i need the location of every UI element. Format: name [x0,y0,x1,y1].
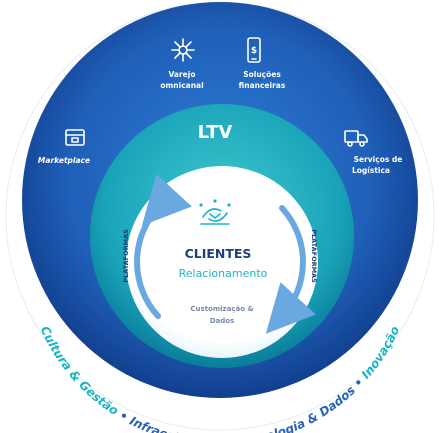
delivery-truck-icon [344,130,368,147]
outer-item-varejo: Varejo omnicanal [160,38,204,90]
storefront-icon [65,129,85,146]
outer-item-logistica: Serviços de Logística [344,130,403,175]
core-detail-line2: Dados [210,317,235,325]
core-title: CLIENTES [185,246,252,261]
core-subtitle: Relacionamento [179,267,268,280]
outer-item-varejo-line2: omnicanal [160,81,203,90]
platforms-label-right: PLATAFORMAS [310,229,318,283]
mobile-payment-icon: $ [247,37,261,63]
outer-item-logistica-line1: Serviços de [354,155,403,164]
core-circle [126,166,318,358]
cycle-arrow-left [134,174,192,319]
outer-item-marketplace: Marketplace [38,129,90,165]
ltv-label: LTV [198,122,233,143]
outer-item-marketplace-label: Marketplace [38,156,90,165]
outer-item-solucoes: $ Soluções financeiras [239,37,286,90]
outer-item-solucoes-line1: Soluções [243,70,281,79]
platforms-label-left: PLATAFORMAS [122,229,130,283]
core-detail-line1: Customização & [190,305,253,313]
handshake-cycle-icon [199,199,231,225]
network-icon [171,38,195,62]
outer-item-varejo-line1: Varejo [169,70,196,79]
cycle-arrow-right [265,205,316,334]
outer-item-logistica-line2: Logística [352,166,390,175]
svg-text:$: $ [251,46,257,56]
outer-item-solucoes-line2: financeiras [239,81,286,90]
